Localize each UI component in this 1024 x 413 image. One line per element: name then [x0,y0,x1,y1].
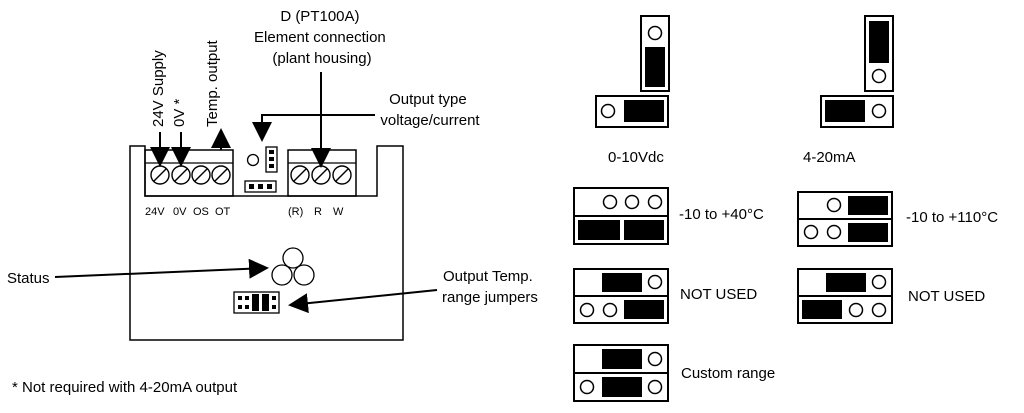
terminal-label-os: OS [193,206,209,218]
footnote: * Not required with 4-20mA output [12,379,238,396]
terminal-block-right [287,149,357,197]
label-temp-output: Temp. output [204,39,221,127]
terminal-label-r: R [314,206,322,218]
label-4-20ma: 4-20mA [803,149,856,166]
jumper-not-used-right [797,268,893,324]
arrow-output-type [252,114,375,142]
label-element-connection: D (PT100A) Element connection (plant hou… [254,8,390,67]
jumper-4-20ma [820,15,894,128]
terminal-label-r-bracket: (R) [288,206,303,218]
terminal-label-0v: 0V [173,206,187,218]
status-leds [271,247,315,286]
jumper-range-minus10-110 [797,191,893,247]
label-24v-supply: 24V Supply [150,50,167,127]
label-0-10vdc: 0-10Vdc [608,149,664,166]
label-status: Status [7,270,50,287]
jumper-not-used-left [573,268,669,324]
label-range-minus10-110: -10 to +110°C [906,209,998,226]
arrow-status [54,258,269,279]
terminal-screw-24v [150,165,170,185]
label-range-jumpers: Output Temp. range jumpers [442,268,538,306]
jumper-0-10vdc [595,15,670,128]
terminal-screw-os [191,165,211,185]
board-hole [246,153,260,167]
terminal-screw-ot [211,165,231,185]
terminal-screw-r [311,165,331,185]
label-not-used-left: NOT USED [680,286,757,303]
terminal-screw-r-bracket [290,165,310,185]
jumper-custom-range [573,344,669,402]
terminal-screw-0v [171,165,191,185]
terminal-label-ot: OT [215,206,231,218]
output-type-jumper-board [244,146,278,193]
range-jumper-header-board [233,291,280,314]
terminal-block-left [144,149,234,197]
label-output-type: Output type voltage/current [380,91,480,129]
label-0v: 0V * [171,98,188,127]
label-range-minus10-40: -10 to +40°C [679,206,764,223]
arrow-range-jumpers [288,289,438,314]
terminal-label-24v: 24V [145,206,165,218]
label-not-used-right: NOT USED [908,288,985,305]
terminal-label-w: W [333,206,344,218]
terminal-screw-w [332,165,352,185]
label-custom-range: Custom range [681,365,775,382]
jumper-range-minus10-40 [573,187,669,245]
